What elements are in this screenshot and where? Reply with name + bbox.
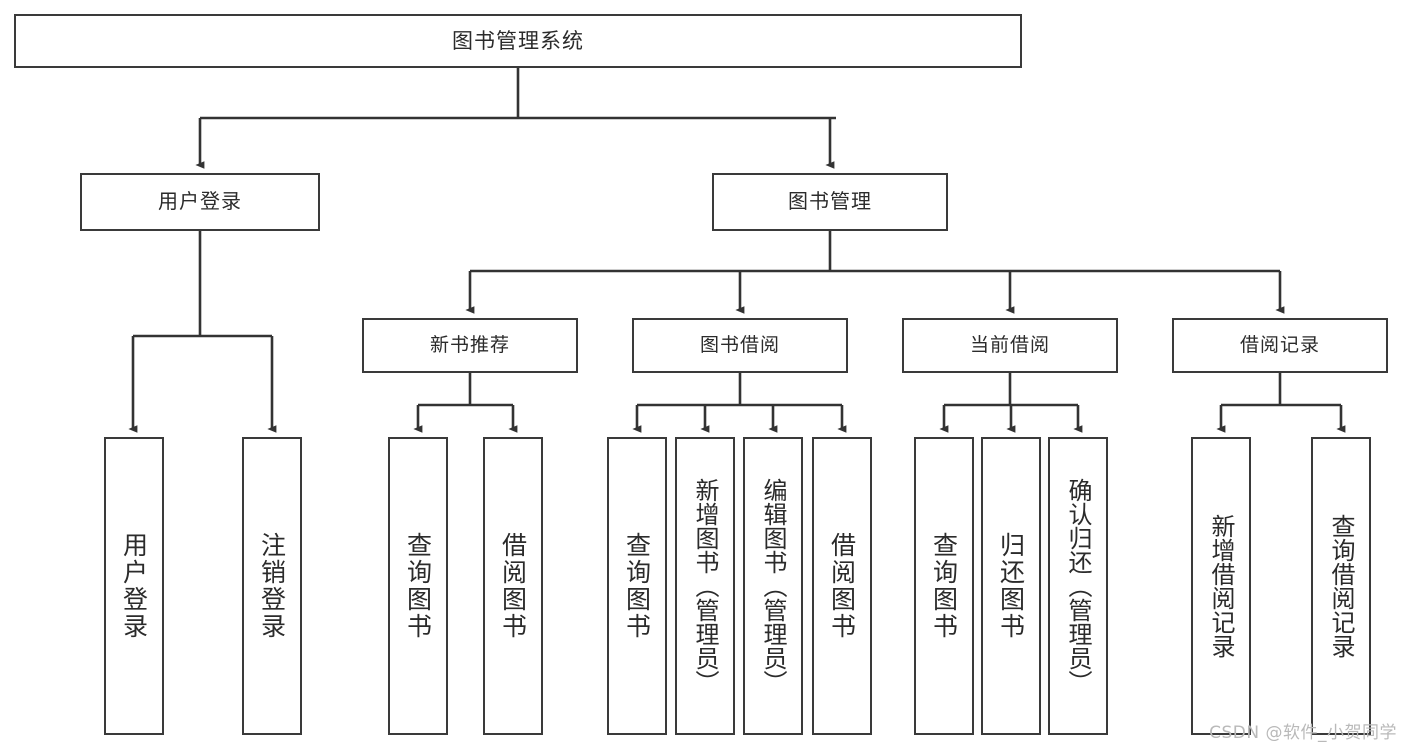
node-label: 借阅图书 <box>827 532 857 640</box>
node-label: 新书推荐 <box>429 334 510 357</box>
node-leaf-query-book-3[interactable]: 查询图书 <box>914 437 974 735</box>
node-new-book-recommend[interactable]: 新书推荐 <box>362 318 578 373</box>
node-label: 借阅记录 <box>1239 334 1320 357</box>
node-leaf-borrow-book-1[interactable]: 借阅图书 <box>483 437 543 735</box>
node-label: 确认归还（管理员） <box>1064 478 1092 694</box>
node-label: 查询借阅记录 <box>1327 514 1355 658</box>
node-leaf-borrow-book-2[interactable]: 借阅图书 <box>812 437 872 735</box>
edges-root-to-level1 <box>195 68 836 169</box>
node-label: 查询图书 <box>929 532 959 640</box>
node-label: 新增图书（管理员） <box>691 478 719 694</box>
node-current-borrow[interactable]: 当前借阅 <box>902 318 1118 373</box>
node-label: 图书管理系统 <box>452 28 584 53</box>
edges-user-login-to-leaves <box>128 231 277 433</box>
node-label: 用户登录 <box>119 532 149 640</box>
node-label: 当前借阅 <box>969 334 1050 357</box>
edges-borrow-to-leaves <box>632 373 847 433</box>
node-label: 注销登录 <box>257 532 287 640</box>
edges-current-to-leaves <box>939 373 1083 433</box>
node-leaf-add-record[interactable]: 新增借阅记录 <box>1191 437 1251 735</box>
node-label: 归还图书 <box>996 532 1026 640</box>
csdn-watermark: CSDN @软件_小贺同学 <box>1209 723 1397 743</box>
node-leaf-user-logout[interactable]: 注销登录 <box>242 437 302 735</box>
node-borrow-record[interactable]: 借阅记录 <box>1172 318 1388 373</box>
node-label: 用户登录 <box>158 189 242 214</box>
node-label: 查询图书 <box>622 532 652 640</box>
node-leaf-confirm-return[interactable]: 确认归还（管理员） <box>1048 437 1108 735</box>
node-book-manage[interactable]: 图书管理 <box>712 173 948 231</box>
edges-record-to-leaves <box>1216 373 1346 433</box>
node-leaf-query-record[interactable]: 查询借阅记录 <box>1311 437 1371 735</box>
node-leaf-edit-book[interactable]: 编辑图书（管理员） <box>743 437 803 735</box>
node-leaf-user-login[interactable]: 用户登录 <box>104 437 164 735</box>
node-leaf-query-book-2[interactable]: 查询图书 <box>607 437 667 735</box>
node-label: 图书借阅 <box>699 334 780 357</box>
node-label: 图书管理 <box>788 189 872 214</box>
edges-book-manage-to-level2 <box>465 231 1285 314</box>
node-label: 借阅图书 <box>498 532 528 640</box>
node-root-system[interactable]: 图书管理系统 <box>14 14 1022 68</box>
node-book-borrow[interactable]: 图书借阅 <box>632 318 848 373</box>
node-user-login[interactable]: 用户登录 <box>80 173 320 231</box>
edges-new-book-to-leaves <box>413 373 518 433</box>
node-label: 新增借阅记录 <box>1207 514 1235 658</box>
node-leaf-return-book[interactable]: 归还图书 <box>981 437 1041 735</box>
node-label: 编辑图书（管理员） <box>759 478 787 694</box>
node-label: 查询图书 <box>403 532 433 640</box>
node-leaf-query-book-1[interactable]: 查询图书 <box>388 437 448 735</box>
node-leaf-add-book[interactable]: 新增图书（管理员） <box>675 437 735 735</box>
